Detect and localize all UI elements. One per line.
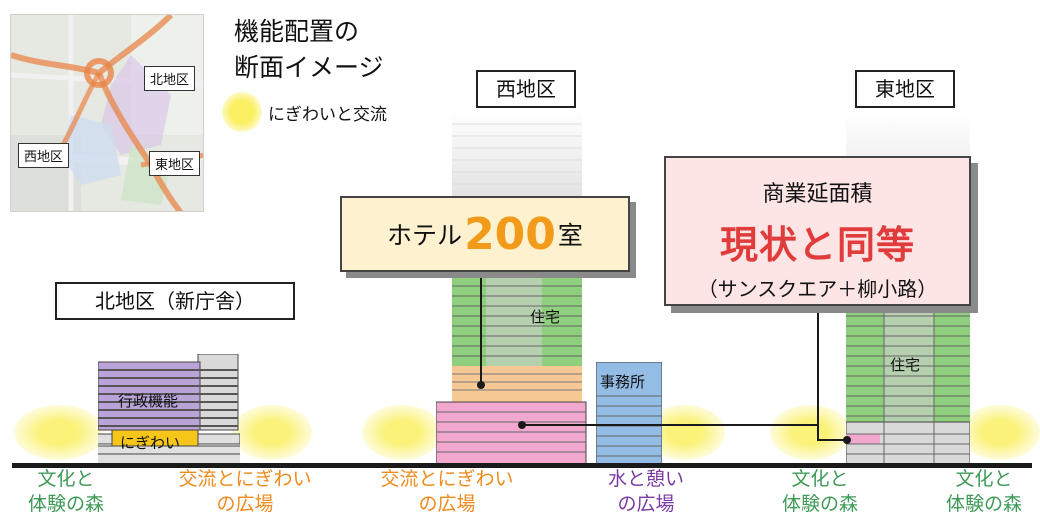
map-label-west: 西地区	[18, 143, 70, 168]
commercial-emphasis: 現状と同等	[719, 223, 915, 267]
west-office-building: 事務所	[595, 361, 663, 465]
west-office-graphic	[595, 361, 663, 465]
commercial-connector-vertical	[817, 308, 819, 440]
commercial-connector-horizontal	[522, 424, 818, 426]
commercial-connector-dot-west	[518, 421, 526, 429]
plaza-forest-mid: 文化と 体験の森	[770, 467, 870, 517]
plaza-forest-mid-line2: 体験の森	[781, 493, 858, 515]
title-line-1: 機能配置の	[234, 17, 360, 46]
north-nigiwai-label: にぎわい	[120, 434, 181, 452]
plaza-forest-left-line2: 体験の森	[27, 493, 104, 515]
plaza-water-line2: の広場	[617, 493, 675, 515]
plaza-exchange-north-line2: の広場	[216, 493, 274, 515]
hotel-connector-line	[480, 272, 482, 384]
plaza-forest-right: 文化と 体験の森	[934, 467, 1034, 517]
plaza-exchange-north-line1: 交流とにぎわい	[178, 468, 312, 490]
plaza-forest-left: 文化と 体験の森	[16, 467, 116, 517]
hotel-connector-dot	[477, 381, 485, 389]
hotel-callout: ホテル 200 室	[340, 196, 630, 272]
district-label-west: 西地区	[476, 70, 576, 108]
west-tower: 住宅	[435, 112, 588, 465]
location-map: 北地区 西地区 東地区	[10, 14, 204, 212]
map-graphic	[11, 15, 203, 211]
plaza-water: 水と憩い の広場	[596, 467, 696, 517]
glow-west-left	[362, 405, 442, 460]
east-housing-label: 住宅	[890, 356, 921, 374]
hotel-prefix: ホテル	[387, 221, 463, 250]
north-building: 行政機能 にぎわい	[83, 353, 249, 465]
commercial-connector-dot-east	[843, 436, 851, 444]
plaza-forest-left-line1: 文化と	[37, 468, 95, 490]
map-label-east: 東地区	[149, 151, 201, 176]
plaza-exchange-west: 交流とにぎわい の広場	[362, 467, 532, 517]
north-admin-label: 行政機能	[118, 392, 179, 410]
plaza-water-line1: 水と憩い	[607, 468, 684, 490]
ground-line	[12, 463, 1032, 468]
plaza-forest-right-line1: 文化と	[955, 468, 1013, 490]
glow-east-right	[960, 405, 1040, 460]
legend: にぎわいと交流	[222, 92, 387, 132]
commercial-connector-east	[817, 439, 847, 441]
district-label-north: 北地区（新庁舎）	[55, 282, 295, 320]
commercial-heading: 商業延面積	[762, 182, 873, 207]
glow-east-left	[770, 405, 850, 460]
commercial-callout: 商業延面積 現状と同等 （サンスクエア＋柳小路）	[664, 156, 971, 306]
hotel-room-count: 200	[464, 208, 556, 260]
district-label-east: 東地区	[855, 70, 955, 108]
legend-label: にぎわいと交流	[268, 104, 387, 125]
hotel-suffix: 室	[557, 221, 583, 250]
title-line-2: 断面イメージ	[234, 53, 384, 82]
commercial-note: （サンスクエア＋柳小路）	[697, 277, 938, 301]
west-tower-graphic	[435, 112, 587, 465]
plaza-exchange-west-line1: 交流とにぎわい	[380, 468, 514, 490]
west-office-label: 事務所	[600, 373, 646, 391]
plaza-forest-right-line2: 体験の森	[945, 493, 1022, 515]
north-building-graphic	[83, 353, 249, 465]
map-label-north: 北地区	[144, 66, 196, 91]
legend-swatch	[222, 92, 262, 132]
diagram-title: 機能配置の 断面イメージ	[234, 14, 384, 86]
plaza-forest-mid-line1: 文化と	[791, 468, 849, 490]
glow-north-left	[14, 405, 104, 460]
plaza-exchange-west-line2: の広場	[418, 493, 476, 515]
west-housing-label: 住宅	[530, 308, 561, 326]
plaza-exchange-north: 交流とにぎわい の広場	[160, 467, 330, 517]
glow-north-right	[232, 405, 312, 460]
